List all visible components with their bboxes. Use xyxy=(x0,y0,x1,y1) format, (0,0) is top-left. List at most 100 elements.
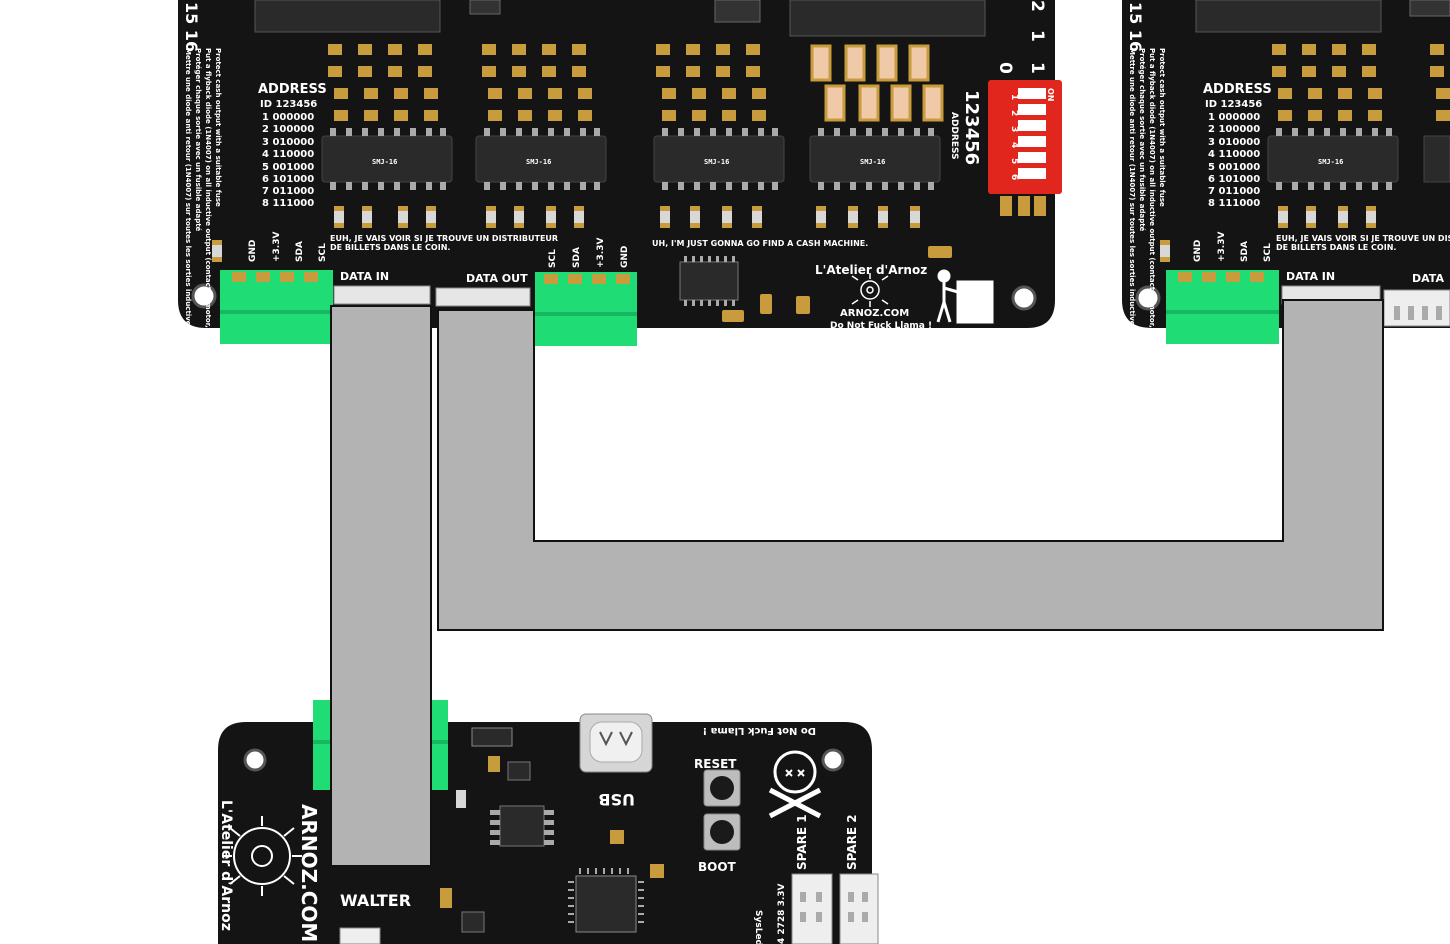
site-text: ARNOZ.COM xyxy=(297,804,321,942)
side-notes: Mettre une diode anti retour (1N4007) su… xyxy=(1128,48,1166,401)
svg-text:ADDRESS: ADDRESS xyxy=(258,82,327,97)
dip-numbers: 123456 xyxy=(961,90,982,165)
conn-out-pin-labels: SCL SDA +3.3V GND xyxy=(548,238,630,268)
svg-text:SDA: SDA xyxy=(572,247,582,268)
terminal-block-in[interactable] xyxy=(220,270,333,344)
svg-text:SDA: SDA xyxy=(1240,241,1250,262)
svg-text:Protect cash output with a sui: Protect cash output with a suitable fuse xyxy=(214,48,222,207)
svg-text:Put a flyback diode (1N4007) o: Put a flyback diode (1N4007) on all indu… xyxy=(1148,48,1156,375)
spare2-label: SPARE 2 xyxy=(845,814,859,870)
regulator-chip xyxy=(714,0,761,23)
terminal-block-in[interactable] xyxy=(1166,270,1279,344)
svg-text:SMJ-16: SMJ-16 xyxy=(704,158,729,166)
relay-board-right: SMJ-16 15 16 Mettre une diode anti retou… xyxy=(1122,0,1450,401)
channel-numbers: 15 16 xyxy=(182,2,201,52)
svg-text:ON: ON xyxy=(1046,88,1055,102)
svg-text:3 010000: 3 010000 xyxy=(262,137,314,148)
svg-text:Put a flyback diode (1N4007) o: Put a flyback diode (1N4007) on all indu… xyxy=(204,48,212,375)
data-out-label: DATA OUT xyxy=(466,272,528,285)
svg-text:5 001000: 5 001000 xyxy=(262,162,314,173)
spare1-connector[interactable] xyxy=(791,873,833,944)
site-text: ARNOZ.COM xyxy=(840,308,909,319)
dip-caption: ADDRESS xyxy=(949,112,959,160)
ic-chip: SMJ-16 xyxy=(321,127,453,191)
data-out-label: DATA xyxy=(1412,272,1444,285)
usb-label: USB xyxy=(598,790,635,809)
conn-in-pin-labels: GND +3.3V SDA SCL xyxy=(1193,232,1273,262)
svg-text:SMJ-16: SMJ-16 xyxy=(1318,158,1343,166)
joke-text: EUH, JE VAIS VOIR SI JE TROUVE UN DISTRI… xyxy=(330,234,558,243)
channel-numbers: 15 16 xyxy=(1126,2,1145,52)
svg-text:ADDRESS: ADDRESS xyxy=(1203,82,1272,97)
data-in-header xyxy=(333,285,431,305)
svg-text:SMJ-16: SMJ-16 xyxy=(372,158,397,166)
address-dip-switch[interactable]: ON 1 2 3 4 5 6 xyxy=(988,80,1062,194)
llama-atm-illustration xyxy=(936,269,994,324)
edge-digits: 0 1 1 2 xyxy=(995,0,1047,74)
brand-text: L'Atelier d'Arnoz xyxy=(815,263,927,277)
svg-text:4 110000: 4 110000 xyxy=(262,149,314,160)
spare1-label: SPARE 1 xyxy=(795,814,809,870)
svg-text:7 011000: 7 011000 xyxy=(1208,186,1260,197)
data-out-header xyxy=(1383,289,1450,327)
svg-text:SCL: SCL xyxy=(1263,243,1273,262)
svg-text:6: 6 xyxy=(1009,174,1019,180)
mcu-chip xyxy=(568,868,644,933)
ribbon-cable-left-to-right xyxy=(437,299,1384,631)
reset-button[interactable] xyxy=(703,769,741,807)
svg-text:Mettre une diode anti retour (: Mettre une diode anti retour (1N4007) su… xyxy=(184,48,192,401)
brain-logo xyxy=(222,816,302,896)
relay-module xyxy=(1195,0,1382,33)
ic-chip: SMJ-16 xyxy=(1267,127,1399,191)
svg-text:8 111000: 8 111000 xyxy=(1208,198,1260,209)
svg-text:ID 123456: ID 123456 xyxy=(260,99,317,110)
mount-hole xyxy=(243,748,267,772)
svg-text:Protéger chaque sortie avec un: Protéger chaque sortie avec un fusible a… xyxy=(1138,48,1146,232)
data-in-label: DATA IN xyxy=(340,270,389,283)
svg-text:4 110000: 4 110000 xyxy=(1208,149,1260,160)
svg-text:8 111000: 8 111000 xyxy=(262,198,314,209)
svg-text:SCL: SCL xyxy=(548,249,558,268)
svg-text:1: 1 xyxy=(1027,62,1047,74)
resistor-array xyxy=(810,44,944,122)
svg-text:Protect cash output with a sui: Protect cash output with a suitable fuse xyxy=(1158,48,1166,207)
motto-text: Do Not Fuck Llama ! xyxy=(830,321,932,331)
reset-label: RESET xyxy=(694,757,737,771)
mount-hole xyxy=(1011,285,1037,311)
boot-label: BOOT xyxy=(698,860,737,874)
walter-label: WALTER xyxy=(340,891,411,910)
svg-text:SMJ-16: SMJ-16 xyxy=(526,158,551,166)
relay-module xyxy=(789,0,986,37)
joke-text: DE BILLETS DANS LE COIN. xyxy=(1276,243,1396,252)
svg-text:1 000000: 1 000000 xyxy=(262,112,314,123)
relay-module xyxy=(254,0,441,33)
svg-text:7 011000: 7 011000 xyxy=(262,186,314,197)
mount-hole xyxy=(1135,285,1161,311)
svg-text:GND: GND xyxy=(248,240,258,262)
controller-board: USB RESET xyxy=(218,700,879,944)
data-out-header xyxy=(435,287,531,307)
joke-text: UH, I'M JUST GONNA GO FIND A CASH MACHIN… xyxy=(652,239,868,248)
pin-labels: 4 2728 3.3V xyxy=(777,883,787,944)
brain-logo xyxy=(851,273,889,307)
skull-crossbones-icon xyxy=(768,750,822,819)
ribbon-cable-controller-to-left xyxy=(330,305,432,867)
usb-c-port[interactable] xyxy=(579,713,653,773)
svg-text:5 001000: 5 001000 xyxy=(1208,162,1260,173)
svg-text:15 16: 15 16 xyxy=(1126,2,1145,52)
conn-in-pin-labels: GND +3.3V SDA SCL xyxy=(248,232,328,262)
spare2-connector[interactable] xyxy=(839,873,879,944)
svg-text:Mettre une diode anti retour (: Mettre une diode anti retour (1N4007) su… xyxy=(1128,48,1136,401)
svg-text:SCL: SCL xyxy=(318,243,328,262)
svg-text:2 100000: 2 100000 xyxy=(1208,124,1260,135)
svg-text:3: 3 xyxy=(1009,126,1019,132)
joke-text: EUH, JE VAIS VOIR SI JE TROUVE UN DISTRI… xyxy=(1276,234,1450,243)
mount-hole xyxy=(821,748,845,772)
side-notes: Mettre une diode anti retour (1N4007) su… xyxy=(184,48,222,401)
svg-text:GND: GND xyxy=(1193,240,1203,262)
svg-text:4: 4 xyxy=(1009,142,1019,148)
svg-text:1: 1 xyxy=(1009,94,1019,100)
boot-button[interactable] xyxy=(703,813,741,851)
terminal-block-out[interactable] xyxy=(535,272,637,346)
